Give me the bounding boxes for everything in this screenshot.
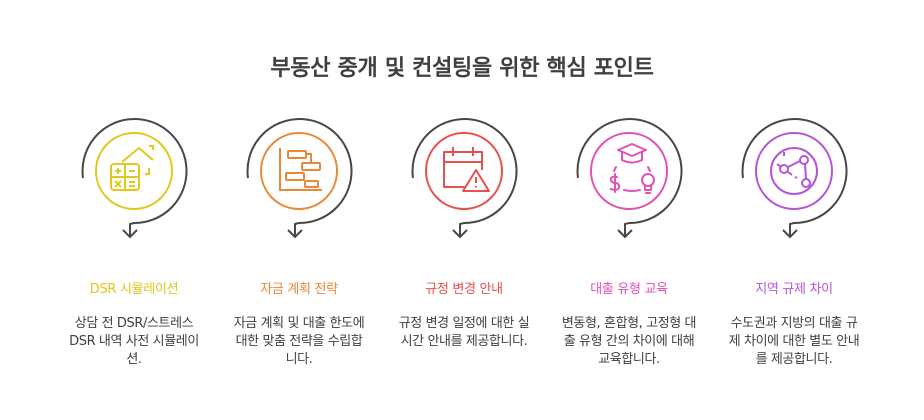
step-title: 자금 계획 전략	[260, 282, 338, 297]
network-globe-icon	[770, 147, 818, 195]
step-title: DSR 시뮬레이션	[89, 282, 179, 297]
calendar-warning-icon	[443, 147, 490, 192]
step-description: 자금 계획 및 대출 한도에 대한 맞춤 전략을 수립합니다.	[233, 316, 365, 367]
page-title: 부동산 중개 및 컨설팅을 위한 핵심 포인트	[270, 56, 654, 81]
cycle-arrow-icon	[411, 118, 518, 239]
step-description: 상담 전 DSR/스트레스 DSR 내역 사전 시뮬레이션.	[69, 316, 199, 367]
gantt-chart-icon	[279, 148, 322, 191]
cycle-arrow-icon	[81, 118, 188, 239]
cycle-arrow-icon	[741, 118, 848, 239]
cycle-arrow-icon	[576, 118, 683, 239]
step-title: 대출 유형 교육	[590, 282, 668, 297]
step-description: 변동형, 혼합형, 고정형 대출 유형 간의 차이에 대해 교육합니다.	[561, 316, 697, 367]
step-description: 수도권과 지방의 대출 규제 차이에 대한 별도 안내를 제공합니다.	[728, 316, 860, 367]
cycle-arrow-icon	[246, 118, 353, 239]
step-description: 규정 변경 일정에 대한 실시간 안내를 제공합니다.	[398, 316, 530, 349]
step-title: 지역 규제 차이	[755, 282, 833, 297]
calculator-house-icon	[110, 145, 154, 191]
step-title: 규정 변경 안내	[425, 282, 503, 297]
graduation-money-idea-icon	[609, 143, 655, 194]
